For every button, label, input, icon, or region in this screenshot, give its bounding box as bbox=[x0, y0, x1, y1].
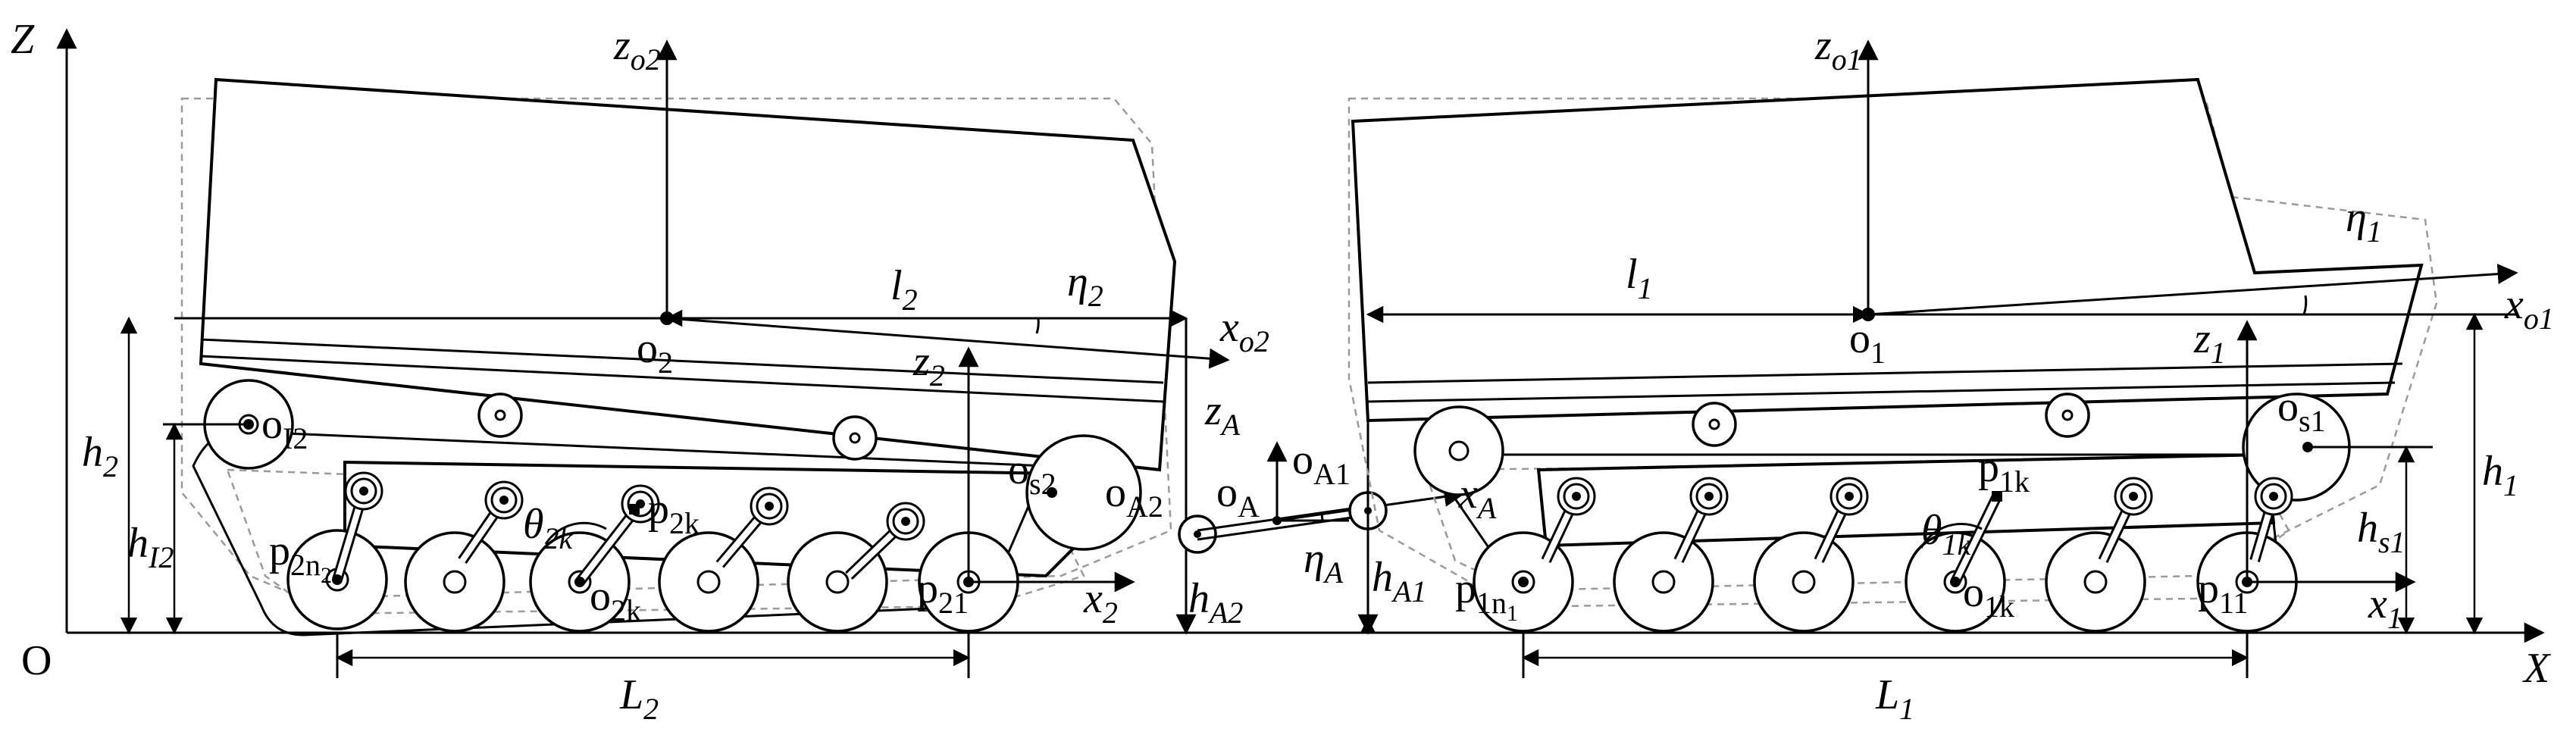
front-track-frame bbox=[1536, 452, 2276, 548]
x2-label: x2 bbox=[1083, 575, 1118, 630]
os2-label: os2 bbox=[1008, 446, 1056, 501]
theta-1k-label: θ1k bbox=[1921, 507, 1972, 561]
rear-hull-band-2 bbox=[200, 355, 1164, 403]
eta1-label: η1 bbox=[2346, 194, 2382, 249]
p21-label: p21 bbox=[917, 565, 969, 620]
eta1-arc bbox=[2302, 295, 2308, 315]
oA1-label: oA1 bbox=[1292, 436, 1351, 491]
rear-cab-body bbox=[199, 77, 1177, 472]
oA2-point bbox=[1194, 530, 1201, 538]
front-road-wheel-hub bbox=[1651, 570, 1676, 594]
o1k-point bbox=[1950, 577, 1961, 587]
x-o1-axis bbox=[1867, 264, 2518, 316]
front-idler-hub bbox=[1448, 440, 1470, 461]
h1-label: h1 bbox=[2482, 448, 2518, 502]
p21-point bbox=[963, 577, 974, 587]
oA2-label: oA2 bbox=[1105, 469, 1163, 524]
oA-label: oA bbox=[1216, 469, 1260, 524]
articulation-joint bbox=[1175, 318, 1465, 635]
rear-sprocket-center bbox=[1047, 487, 1057, 498]
front-cab-body bbox=[1351, 77, 2424, 423]
rear-ghost-body bbox=[180, 97, 1172, 600]
eta2-arc bbox=[1035, 317, 1040, 334]
front-hull-band-2 bbox=[1367, 381, 2396, 403]
hA1-label: hA1 bbox=[1372, 554, 1426, 608]
os1-label: os1 bbox=[2277, 383, 2326, 438]
p2n2-label: p2n2 bbox=[269, 527, 332, 588]
eta2-label: η2 bbox=[1067, 258, 1103, 313]
rear-road-wheel-hub bbox=[696, 570, 721, 594]
rear-torsion-springs bbox=[344, 471, 925, 541]
rear-hull-band-1 bbox=[200, 338, 1164, 384]
labels: zo2 xo2 o2 l2 η2 h2 oI2 hI2 z2 x2 os2 oA… bbox=[82, 22, 2554, 726]
L1-label: L1 bbox=[1875, 671, 1914, 726]
o2k-label: o2k bbox=[590, 573, 641, 627]
front-road-wheel-hub bbox=[1792, 570, 1816, 594]
x-axis-label: X bbox=[2522, 645, 2552, 692]
front-vehicle bbox=[1347, 39, 2518, 678]
rear-vehicle bbox=[120, 39, 1230, 678]
z-o2-label: zo2 bbox=[613, 22, 661, 77]
z2-label: z2 bbox=[912, 338, 945, 393]
zA-label: zA bbox=[1204, 387, 1241, 442]
theta-1k-arc bbox=[1920, 523, 1983, 549]
etaA-label: ηA bbox=[1304, 535, 1344, 590]
front-support-roller-2-hub bbox=[2061, 409, 2074, 421]
x-o2-label: xo2 bbox=[1219, 304, 1269, 358]
front-torsion-springs bbox=[1557, 477, 2293, 516]
hI2-label: hI2 bbox=[127, 520, 174, 574]
z-o1-label: zo1 bbox=[1814, 22, 1862, 77]
p1k-label: p1k bbox=[1978, 444, 2030, 499]
rear-road-wheel-hub bbox=[825, 570, 850, 594]
x1-label: x1 bbox=[2368, 580, 2402, 635]
rear-road-wheel-hub bbox=[443, 570, 467, 594]
p2k-label: p2k bbox=[648, 486, 700, 540]
h2-label: h2 bbox=[82, 429, 118, 483]
l2-label: l2 bbox=[890, 262, 918, 317]
rear-support-roller-2-hub bbox=[849, 432, 861, 444]
z-axis-label: Z bbox=[11, 16, 35, 63]
rear-sprocket-wheel bbox=[1025, 434, 1142, 551]
p1n1-point bbox=[1518, 577, 1529, 587]
theta-2k-label: θ2k bbox=[523, 501, 574, 555]
hA2-label: hA2 bbox=[1188, 575, 1243, 630]
front-road-wheel-hub bbox=[2083, 570, 2108, 594]
p2n2-point bbox=[332, 574, 343, 585]
hA1-support bbox=[1360, 618, 1376, 633]
p11-label: p11 bbox=[2198, 565, 2249, 620]
l1-label: l1 bbox=[1626, 251, 1653, 305]
p2k-point bbox=[629, 504, 640, 514]
front-hull-band-1 bbox=[1367, 362, 2403, 384]
o1k-label: o1k bbox=[1963, 569, 2014, 624]
o2k-point bbox=[574, 577, 585, 587]
theta-2k-arc bbox=[544, 521, 607, 545]
hs1-label: hs1 bbox=[2357, 505, 2405, 559]
xA-label: xA bbox=[1458, 471, 1497, 525]
p1n1-label: p1n1 bbox=[1455, 565, 1518, 626]
drawbar-upper bbox=[1197, 505, 1369, 532]
o2-label: o2 bbox=[637, 325, 673, 380]
L2-label: L2 bbox=[619, 671, 659, 726]
origin-label: O bbox=[21, 637, 52, 684]
rear-support-roller-1-hub bbox=[494, 409, 506, 421]
z1-label: z1 bbox=[2193, 315, 2226, 370]
drawbar-lower bbox=[1197, 514, 1369, 541]
oI2-label: oI2 bbox=[261, 401, 308, 455]
x-o1-label: xo1 bbox=[2504, 281, 2554, 336]
front-support-roller-1-hub bbox=[1708, 418, 1720, 430]
p1k-point bbox=[1992, 491, 2002, 502]
o1-label: o1 bbox=[1849, 315, 1886, 370]
p11-point bbox=[2242, 577, 2252, 587]
